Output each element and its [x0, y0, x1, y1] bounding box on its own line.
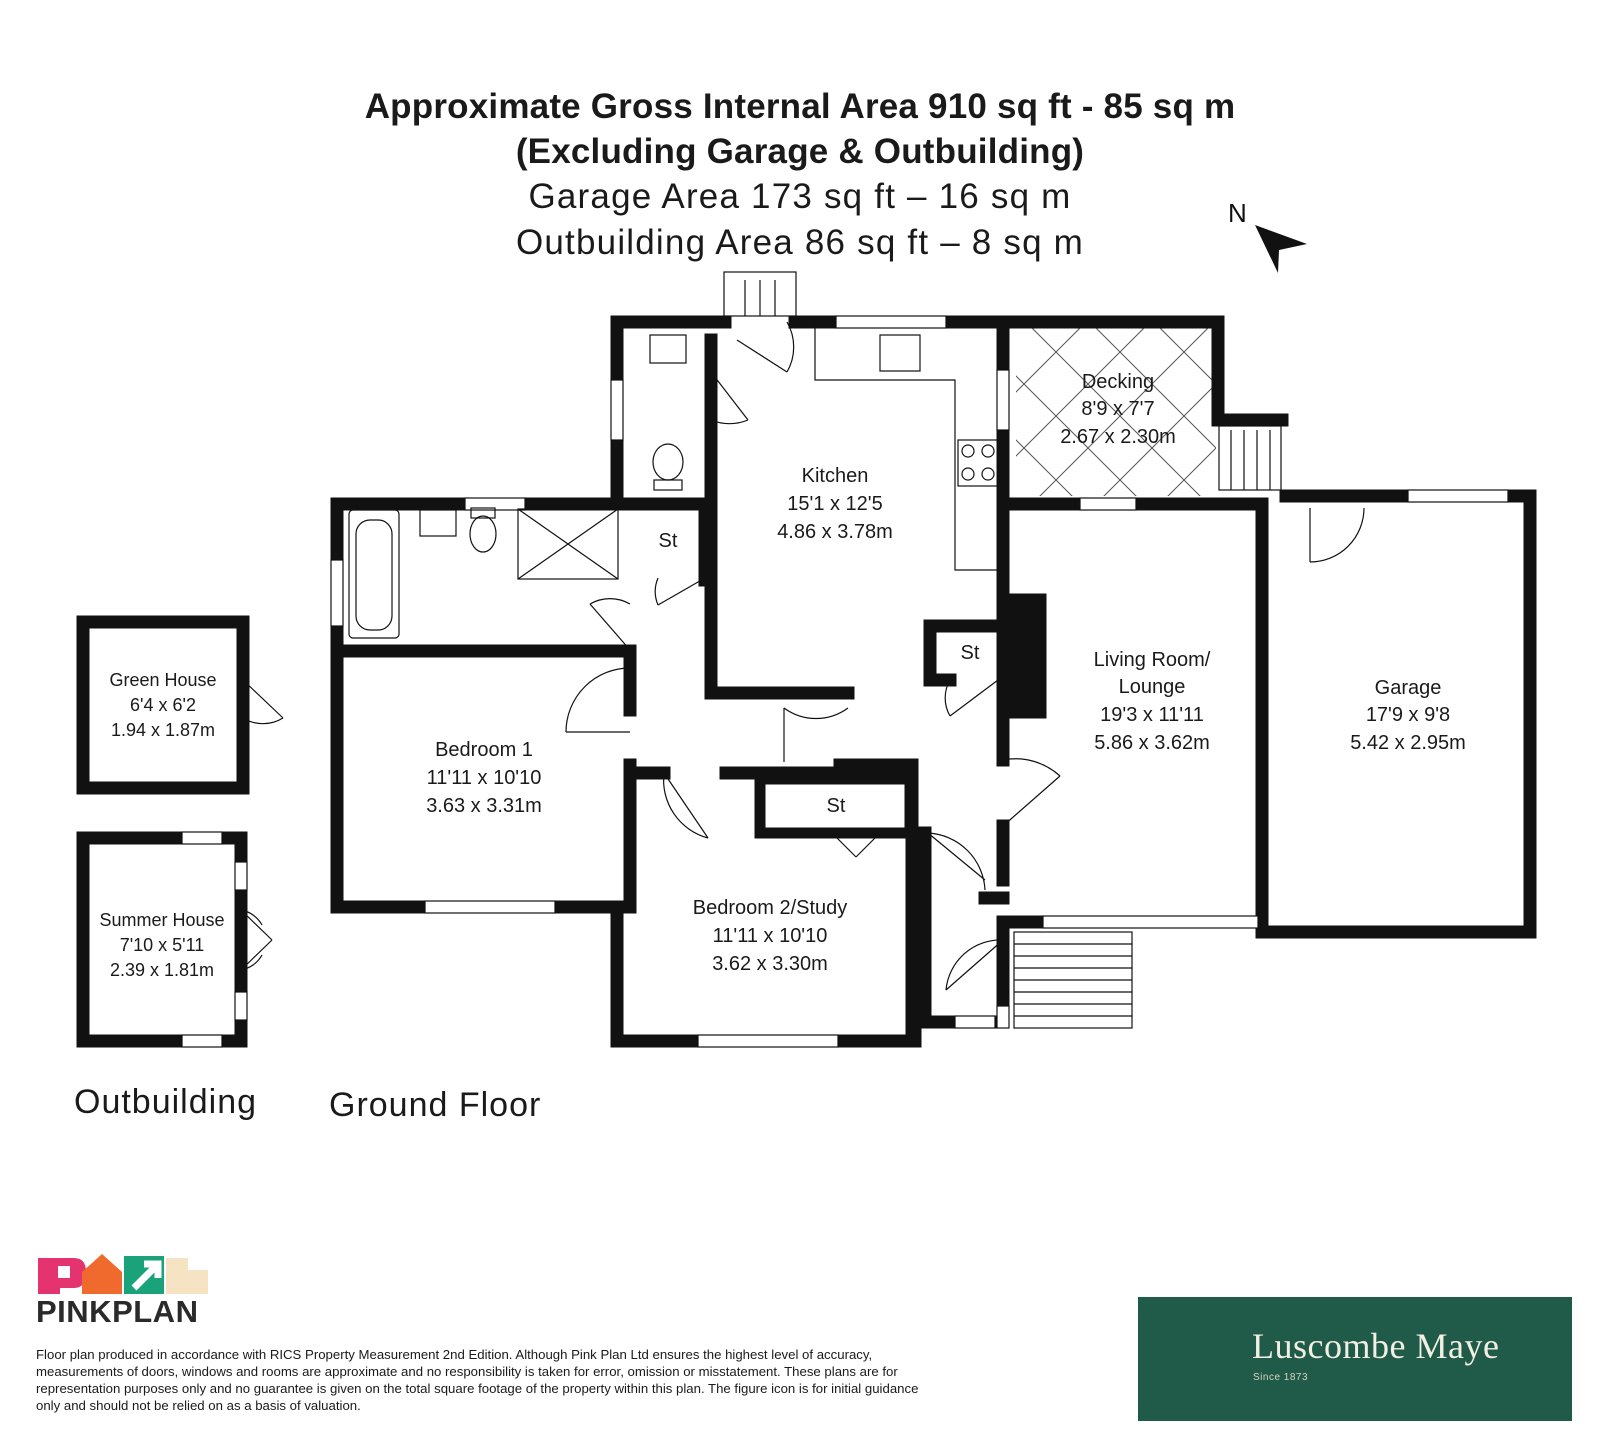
- ground-floor-label: Ground Floor: [329, 1086, 541, 1124]
- front-steps: [1013, 931, 1133, 1029]
- bathroom-toilet: [469, 515, 497, 553]
- store-label-1: St: [659, 530, 678, 552]
- svg-text:3.62 x 3.30m: 3.62 x 3.30m: [712, 953, 828, 975]
- room-label-kitchen: Kitchen 15'1 x 12'5 4.86 x 3.78m: [777, 465, 893, 543]
- room-label-decking: Decking 8'9 x 7'7 2.67 x 2.30m: [1060, 371, 1176, 448]
- compass: N: [1228, 198, 1307, 273]
- svg-text:Green House: Green House: [109, 670, 216, 690]
- svg-text:7'10 x 5'11: 7'10 x 5'11: [120, 935, 205, 955]
- store-label-2: St: [961, 642, 980, 664]
- store-label-3: St: [827, 795, 846, 817]
- agent-since: Since 1873: [1253, 1372, 1309, 1383]
- svg-text:19'3 x 11'11: 19'3 x 11'11: [1100, 704, 1204, 726]
- svg-text:17'9 x 9'8: 17'9 x 9'8: [1366, 704, 1450, 726]
- svg-text:3.63 x 3.31m: 3.63 x 3.31m: [426, 795, 542, 817]
- svg-text:5.86 x 3.62m: 5.86 x 3.62m: [1094, 732, 1210, 754]
- outbuilding-area: Outbuilding Area 86 sq ft – 8 sq m: [515, 223, 1085, 262]
- svg-text:2.39 x 1.81m: 2.39 x 1.81m: [110, 960, 214, 980]
- disclaimer-text: Floor plan produced in accordance with R…: [36, 1347, 919, 1413]
- svg-text:2.67 x 2.30m: 2.67 x 2.30m: [1060, 426, 1176, 448]
- windows: [181, 315, 1509, 1048]
- fixtures: [348, 322, 1003, 639]
- svg-text:Summer House: Summer House: [99, 910, 224, 930]
- wc-sink: [649, 334, 687, 364]
- kitchen-worktop: [814, 322, 1003, 571]
- svg-text:8'9 x 7'7: 8'9 x 7'7: [1081, 398, 1154, 420]
- area-header: Approximate Gross Internal Area 910 sq f…: [0, 84, 1600, 266]
- pinkplan-logo-text: PINKPLAN: [36, 1294, 199, 1329]
- room-label-green-house: Green House 6'4 x 6'2 1.94 x 1.87m: [109, 670, 216, 740]
- agent-name: Luscombe Maye: [1252, 1326, 1500, 1366]
- chimney-steps: [723, 271, 797, 317]
- svg-text:1.94 x 1.87m: 1.94 x 1.87m: [111, 720, 215, 740]
- chimney-breast: [1003, 600, 1040, 712]
- gross-area-title: Approximate Gross Internal Area 910 sq f…: [364, 87, 1236, 126]
- room-label-living-room: Living Room/ Lounge 19'3 x 11'11 5.86 x …: [1094, 649, 1211, 754]
- svg-text:15'1 x 12'5: 15'1 x 12'5: [787, 493, 883, 515]
- decking-steps: [1218, 425, 1282, 491]
- kitchen-hob: [957, 439, 999, 487]
- doors: [240, 321, 1365, 991]
- garage-area: Garage Area 173 sq ft – 16 sq m: [528, 177, 1072, 216]
- svg-text:11'11 x 10'10: 11'11 x 10'10: [713, 925, 828, 947]
- svg-text:11'11 x 10'10: 11'11 x 10'10: [427, 767, 542, 789]
- svg-text:Bedroom 1: Bedroom 1: [435, 739, 533, 761]
- room-label-summer-house: Summer House 7'10 x 5'11 2.39 x 1.81m: [99, 910, 224, 980]
- svg-text:Living Room/: Living Room/: [1094, 649, 1211, 671]
- svg-text:Decking: Decking: [1082, 371, 1154, 393]
- room-label-garage: Garage 17'9 x 9'8 5.42 x 2.95m: [1350, 677, 1466, 754]
- decking-area: [1016, 324, 1216, 496]
- svg-text:Garage: Garage: [1375, 677, 1442, 699]
- north-arrow-icon: [1255, 225, 1307, 273]
- pinkplan-logo-icon: [38, 1254, 208, 1294]
- outbuilding-floor-label: Outbuilding: [74, 1083, 257, 1121]
- svg-text:4.86 x 3.78m: 4.86 x 3.78m: [777, 521, 893, 543]
- svg-text:Kitchen: Kitchen: [802, 465, 869, 487]
- svg-text:5.42 x 2.95m: 5.42 x 2.95m: [1350, 732, 1466, 754]
- room-label-bedroom-1: Bedroom 1 11'11 x 10'10 3.63 x 3.31m: [426, 739, 542, 817]
- svg-text:6'4 x 6'2: 6'4 x 6'2: [130, 695, 196, 715]
- agent-logo-panel: Luscombe Maye Since 1873: [1138, 1297, 1572, 1421]
- wc-toilet: [652, 443, 684, 481]
- compass-label: N: [1228, 198, 1247, 228]
- shower-tray: [517, 508, 619, 580]
- bathroom-sink: [419, 509, 457, 537]
- excluding-note: (Excluding Garage & Outbuilding): [515, 132, 1085, 171]
- svg-text:Lounge: Lounge: [1119, 676, 1186, 698]
- bathtub: [348, 509, 400, 639]
- svg-text:Bedroom 2/Study: Bedroom 2/Study: [693, 897, 848, 919]
- room-label-bedroom-2: Bedroom 2/Study 11'11 x 10'10 3.62 x 3.3…: [693, 897, 848, 975]
- kitchen-sink: [879, 334, 921, 372]
